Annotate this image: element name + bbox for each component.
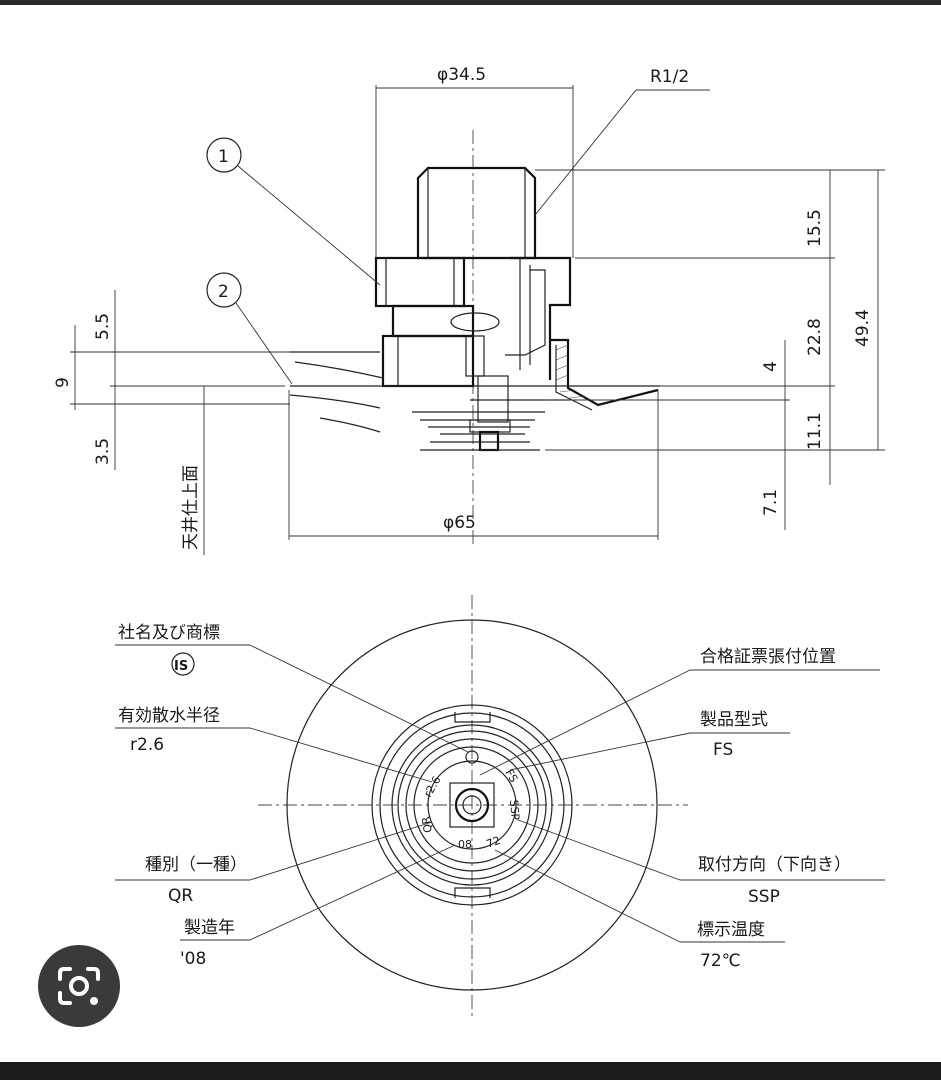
callout-2-label: 2 xyxy=(218,282,229,302)
label-type-title: 種別（一種） xyxy=(145,855,247,875)
disc-mark-logo xyxy=(465,750,479,764)
plan-view: r2.6 QR 08 72 FS SSP 社名及び商標 IS 有効散水半径 r2… xyxy=(115,595,885,1020)
label-radius-title: 有効散水半径 xyxy=(118,706,220,726)
dim-11-1: 11.1 xyxy=(805,412,825,450)
callout-circle-1 xyxy=(206,137,242,173)
label-temp-value: 72℃ xyxy=(700,951,741,971)
disc-mark-r: r2.6 xyxy=(421,774,443,800)
top-bar xyxy=(0,0,941,5)
drawing-sheet: φ34.5 R1/2 15.5 22.8 49.4 4 11.1 7.1 5.5… xyxy=(0,5,941,1062)
dim-dia-65: φ65 xyxy=(443,513,476,533)
disc-mark-year: 08 xyxy=(458,838,472,851)
dim-dia-34-5: φ34.5 xyxy=(437,65,486,85)
dim-4: 4 xyxy=(761,361,781,372)
dim-9: 9 xyxy=(53,377,73,388)
technical-drawing: φ34.5 R1/2 15.5 22.8 49.4 4 11.1 7.1 5.5… xyxy=(53,65,885,1020)
label-model-title: 製品型式 xyxy=(700,710,768,730)
label-year-value: '08 xyxy=(180,949,206,969)
label-orient-title: 取付方向（下向き） xyxy=(698,855,851,875)
visual-search-button[interactable] xyxy=(38,945,120,1027)
callout-circle-2 xyxy=(206,272,242,308)
label-radius-value: r2.6 xyxy=(130,735,164,755)
label-temp-title: 標示温度 xyxy=(697,920,765,940)
disc-mark-temp: 72 xyxy=(485,834,503,851)
label-cert: 合格証票張付位置 xyxy=(700,647,836,667)
label-model-value: FS xyxy=(713,740,733,760)
label-company-mark: IS xyxy=(174,659,188,674)
outer-plate-circle xyxy=(286,619,658,991)
label-type-value: QR xyxy=(168,886,193,906)
dim-7-1: 7.1 xyxy=(761,489,781,516)
dim-15-5: 15.5 xyxy=(805,209,825,247)
ceiling-finish-label: 天井仕上面 xyxy=(181,465,201,550)
bottom-bar xyxy=(0,1062,941,1080)
callout-1-label: 1 xyxy=(218,147,229,167)
label-orient-value: SSP xyxy=(748,887,780,907)
disc-mark-qr: QR xyxy=(419,815,435,834)
dim-3-5: 3.5 xyxy=(93,438,113,465)
dim-5-5: 5.5 xyxy=(93,313,113,340)
disc-mark-fs: FS xyxy=(502,767,520,785)
label-year-title: 製造年 xyxy=(184,918,235,938)
disc-mark-ssp: SSP xyxy=(507,799,522,821)
camera-search-icon xyxy=(58,967,100,1005)
label-company: 社名及び商標 xyxy=(118,623,220,643)
dim-22-8: 22.8 xyxy=(805,318,825,356)
dim-49-4: 49.4 xyxy=(853,309,873,347)
dim-r1-2: R1/2 xyxy=(650,67,689,87)
side-view: φ34.5 R1/2 15.5 22.8 49.4 4 11.1 7.1 5.5… xyxy=(53,65,885,555)
